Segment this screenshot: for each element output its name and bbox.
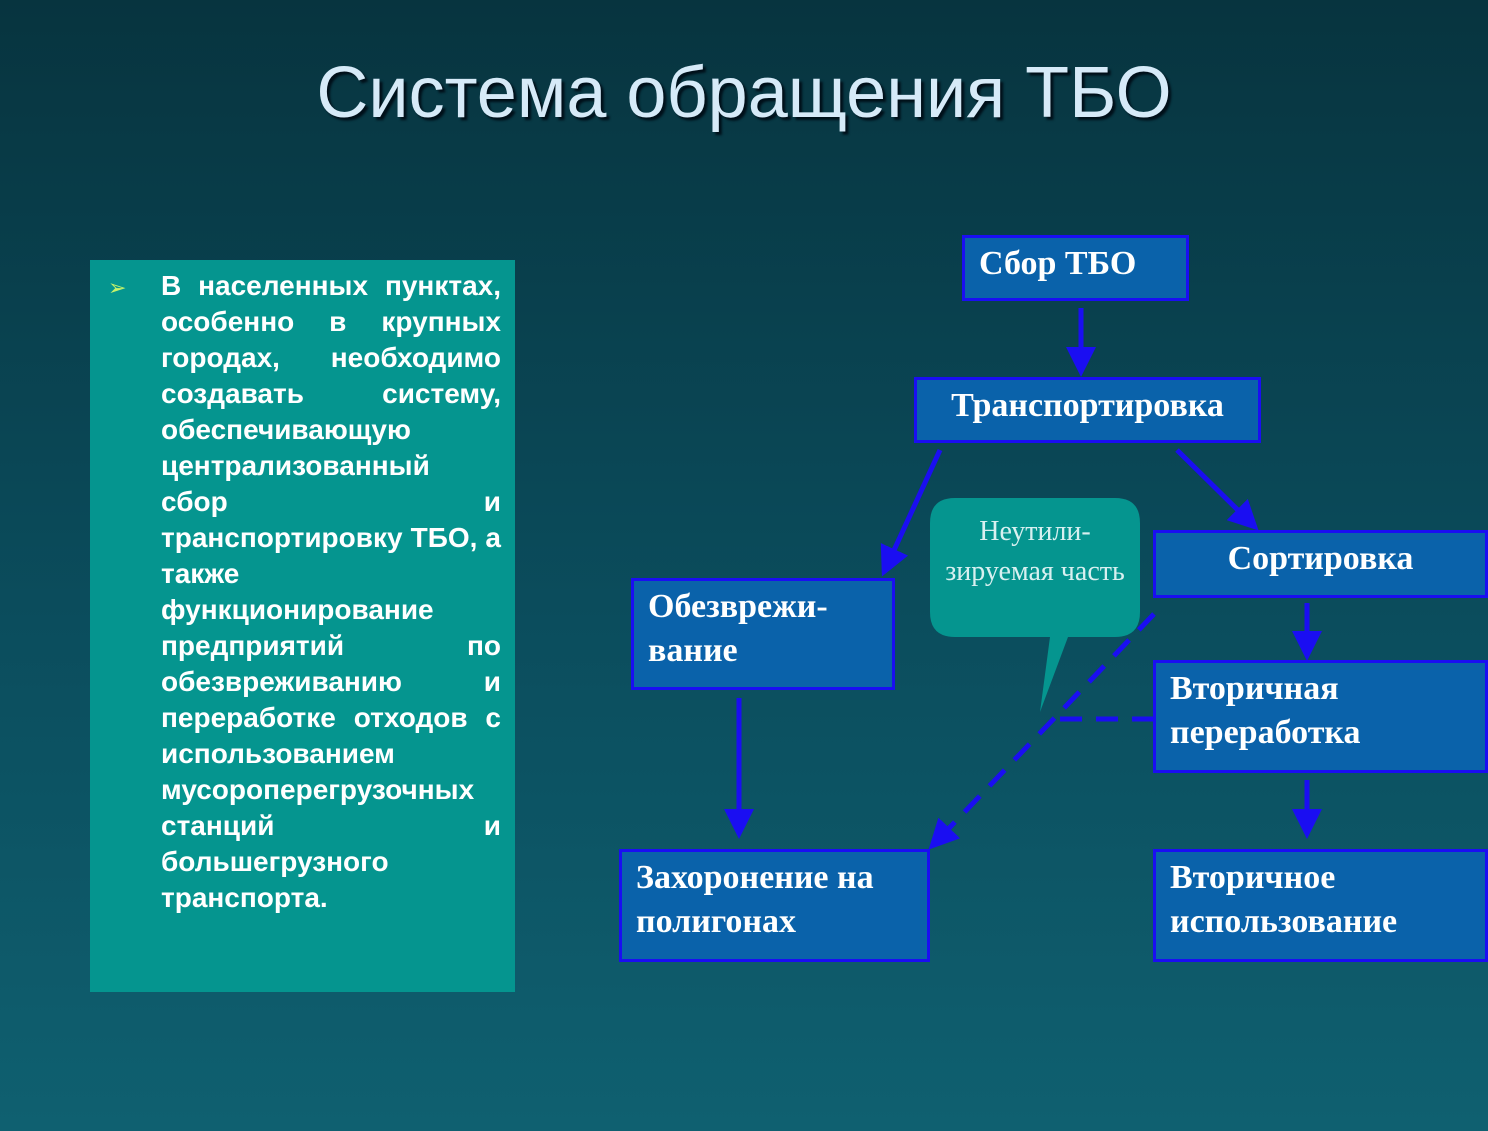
node-sorting: Сортировка [1153, 530, 1488, 598]
node-reuse: Вторичное использование [1153, 849, 1488, 962]
arrow-bullet-icon: ➢ [108, 276, 127, 301]
node-landfill: Захоронение на полигонах [619, 849, 930, 962]
node-neutralization: Обезврежи-вание [631, 578, 895, 690]
page-title: Система обращения ТБО [316, 53, 1172, 133]
node-collection: Сбор ТБО [962, 235, 1189, 301]
arrow-transport-to-sorting [1175, 448, 1259, 531]
callout-non-utilizable-part: Неутили-зируемая часть [945, 516, 1125, 587]
arrow-transport-to-neutralization [880, 448, 943, 577]
node-transport: Транспортировка [914, 377, 1261, 443]
callout-bubble [930, 498, 1140, 712]
dashed-sorting-to-landfill [928, 612, 1156, 850]
node-recycling: Вторичная переработка [1153, 660, 1488, 773]
info-text-panel: ➢ В населенных пунктах, особенно в крупн… [90, 260, 515, 992]
info-paragraph: В населенных пунктах, особенно в крупных… [161, 270, 501, 913]
